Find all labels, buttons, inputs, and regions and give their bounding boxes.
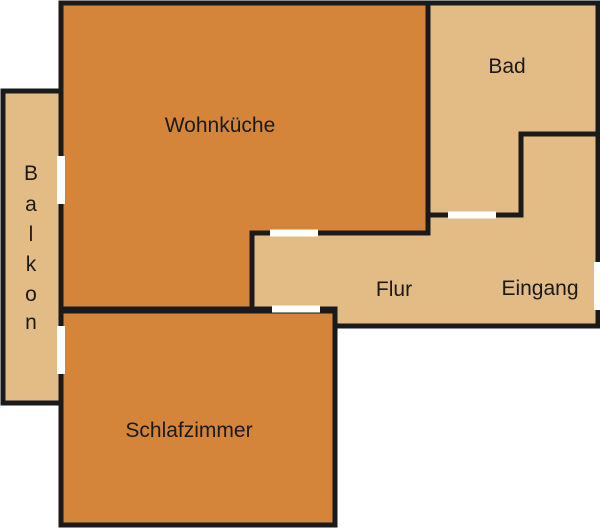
balkon-label: B a l k o n <box>24 162 38 334</box>
door-schlafzimmer-flur <box>272 305 320 313</box>
flur-label: Flur <box>376 278 412 301</box>
door-eingang <box>594 262 600 310</box>
door-balkon-wohnkueche <box>57 156 65 204</box>
door-bad-flur <box>448 211 496 219</box>
eingang-label: Eingang <box>501 277 578 300</box>
wohnkueche-label: Wohnküche <box>165 114 276 137</box>
balkon-letter: o <box>25 283 37 306</box>
door-balkon-schlafzimmer <box>57 326 65 374</box>
balkon-letter: l <box>29 223 34 246</box>
balkon-room <box>0 88 64 406</box>
balkon-letter: k <box>26 253 37 276</box>
balkon-letter: n <box>25 311 37 334</box>
schlafzimmer-room <box>58 308 338 528</box>
balkon-letter: B <box>24 162 38 185</box>
door-wohnkueche-flur <box>270 229 318 237</box>
bad-label: Bad <box>488 55 525 78</box>
schlafzimmer-label: Schlafzimmer <box>125 419 252 442</box>
balkon-letter: a <box>25 193 37 216</box>
